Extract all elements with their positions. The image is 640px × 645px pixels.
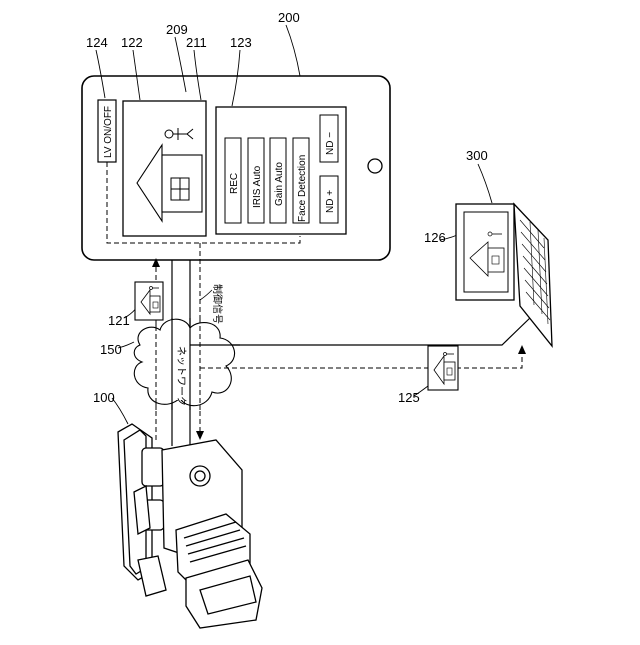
control-signal-label: 制御信号 — [211, 284, 224, 324]
lv-toggle-label: LV ON/OFF — [103, 106, 114, 158]
iris-auto-label: IRIS Auto — [252, 165, 263, 208]
network-label: ネットワーク — [175, 346, 187, 406]
ref-122: 122 — [121, 35, 143, 50]
laptop-pc — [456, 204, 552, 346]
iris-auto-button[interactable]: IRIS Auto — [248, 138, 264, 223]
ref-300: 300 — [466, 148, 488, 163]
ref-124: 124 — [86, 35, 108, 50]
ref-209: 209 — [166, 22, 188, 37]
nd-minus-label: ND − — [325, 132, 336, 155]
gain-auto-label: Gain Auto — [274, 162, 285, 206]
ref-125: 125 — [398, 390, 420, 405]
home-button[interactable] — [368, 159, 382, 173]
ref-126: 126 — [424, 230, 446, 245]
network-cloud: ネットワーク — [134, 318, 240, 410]
video-camera — [118, 424, 262, 628]
ref-123: 123 — [230, 35, 252, 50]
nd-plus-label: ND + — [325, 190, 336, 213]
rec-button-label: REC — [229, 173, 240, 194]
nd-plus-button[interactable]: ND + — [320, 176, 338, 223]
ref-200: 200 — [278, 10, 300, 25]
nd-minus-button[interactable]: ND − — [320, 115, 338, 162]
ref-150: 150 — [100, 342, 122, 357]
live-view-region — [123, 101, 206, 236]
face-detection-label: Face Detection — [297, 155, 308, 222]
rec-button[interactable]: REC — [225, 138, 241, 223]
ref-100: 100 — [93, 390, 115, 405]
gain-auto-button[interactable]: Gain Auto — [270, 138, 286, 223]
control-button-panel: REC IRIS Auto Gain Auto Face Detection N… — [216, 107, 346, 234]
lv-toggle-button[interactable]: LV ON/OFF — [98, 100, 116, 162]
ref-121: 121 — [108, 313, 130, 328]
live-view-thumbnail-121 — [135, 282, 163, 320]
ref-211: 211 — [186, 35, 207, 50]
face-detection-button[interactable]: Face Detection — [293, 138, 309, 223]
live-view-thumbnail-125 — [428, 346, 458, 390]
